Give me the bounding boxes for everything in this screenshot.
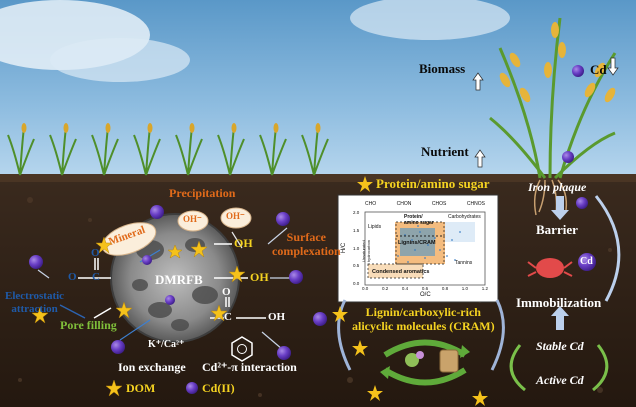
vk-points	[397, 225, 461, 263]
vk-region-lipids: Lipids	[368, 224, 382, 230]
dom-star	[357, 176, 373, 192]
carboxyl-oh: OH	[268, 311, 286, 323]
dom-legend-star	[105, 379, 123, 397]
benzene-ring	[231, 336, 253, 362]
rice-seedlings	[7, 126, 329, 176]
cycle-arrow	[509, 344, 526, 392]
cd-ion	[576, 197, 588, 209]
soil	[0, 178, 636, 407]
vk-scatter	[368, 222, 475, 278]
barrier-label: Barrier	[536, 222, 578, 237]
vk-y-axis-label: H/C	[341, 242, 348, 254]
ion-exchange-label: Ion exchange	[118, 360, 186, 374]
cycle-arrow	[592, 344, 609, 392]
carboxyl-carbon: C	[224, 311, 232, 323]
cycle-arrow	[490, 299, 505, 371]
cloud	[350, 0, 510, 40]
precipitation-label: Precipitation	[169, 186, 236, 200]
carbonyl-oxygen: O	[222, 286, 231, 298]
cd-ion	[29, 205, 327, 360]
vk-region-carbohydrates: Carbohydrates	[448, 214, 481, 220]
microbe-icon	[527, 258, 573, 278]
legend-dom-label: DOM	[126, 381, 156, 395]
dom-star	[332, 306, 348, 322]
biochar-label: DMRFB	[155, 272, 203, 287]
vk-region-condensed: Condensed aromatics	[372, 269, 430, 275]
down-arrow-icon	[607, 57, 619, 76]
hydroxyl-group: OH	[234, 236, 253, 250]
vk-x-ticks: 0.0 0.2 0.4 0.6 0.8 1.0 1.2	[362, 286, 488, 291]
vk-legend: CHO CHON CHOS CHNOS	[365, 201, 485, 207]
vk-x-axis-label: O/C	[420, 292, 431, 298]
microbial-cycle	[352, 339, 488, 406]
rice-plant	[489, 17, 617, 216]
biomass-label: Biomass	[419, 61, 466, 76]
cd-legend-ball	[186, 382, 198, 394]
cycle-arrow	[594, 195, 621, 302]
iron-plaque-label: Iron plaque	[528, 180, 587, 194]
down-arrow-icon	[551, 196, 569, 220]
pore-filling-label: Pore filling	[60, 318, 117, 332]
oh-bubble	[177, 210, 209, 232]
cd-badge-ball	[578, 253, 596, 271]
carboxylate-oxygen: O	[68, 271, 77, 283]
active-cd-label: Active Cd	[536, 373, 584, 387]
protein-amino-sugar-label: Protein/amino sugar	[376, 176, 490, 191]
lignin-cram-label: Lignin/carboxylic-rich alicyclic molecul…	[352, 305, 495, 333]
k-ca-label: K⁺/Ca²⁺	[148, 339, 185, 350]
electrostatic-attraction-label: Electrostatic attraction	[5, 290, 65, 315]
cd-ion	[562, 151, 574, 163]
vk-region-tannins: Tannins	[455, 260, 473, 266]
cd-label: Cd	[590, 62, 607, 77]
vk-y-ticks: 0.0 0.5 1.0 1.5 2.0	[353, 210, 360, 286]
vk-region-lignins: Lignins/CRAM	[398, 240, 436, 246]
up-arrow-icon	[474, 149, 486, 168]
cd-badge-label: Cd	[580, 256, 593, 267]
immobilization-label: Immobilization	[516, 295, 602, 310]
oh-ion-label: OH⁻	[226, 211, 245, 221]
nutrient-label: Nutrient	[421, 144, 469, 159]
cycle-arrow	[337, 299, 352, 371]
up-arrow-icon	[472, 72, 484, 91]
carboxylate-oxygen: O	[91, 247, 100, 259]
up-arrow-icon	[551, 306, 569, 330]
surface-complexation-label: Surface complexation	[272, 230, 341, 258]
dom-star	[31, 236, 246, 324]
vk-region-unsaturated: Unsaturated hydrocarbon	[361, 239, 372, 263]
hydroxyl-group: OH	[250, 270, 269, 284]
vk-region-proteins: Protein/ amino sugar	[404, 214, 434, 226]
oh-bubble	[220, 207, 252, 229]
carboxylate-carbon: C	[92, 271, 100, 283]
oh-ion-label: OH⁻	[183, 214, 202, 224]
cd-ion	[572, 65, 584, 77]
stable-cd-label: Stable Cd	[536, 339, 584, 353]
legend-cd-label: Cd(II)	[202, 381, 235, 395]
cd-pi-interaction-label: Cd²⁺-π interaction	[202, 360, 297, 374]
